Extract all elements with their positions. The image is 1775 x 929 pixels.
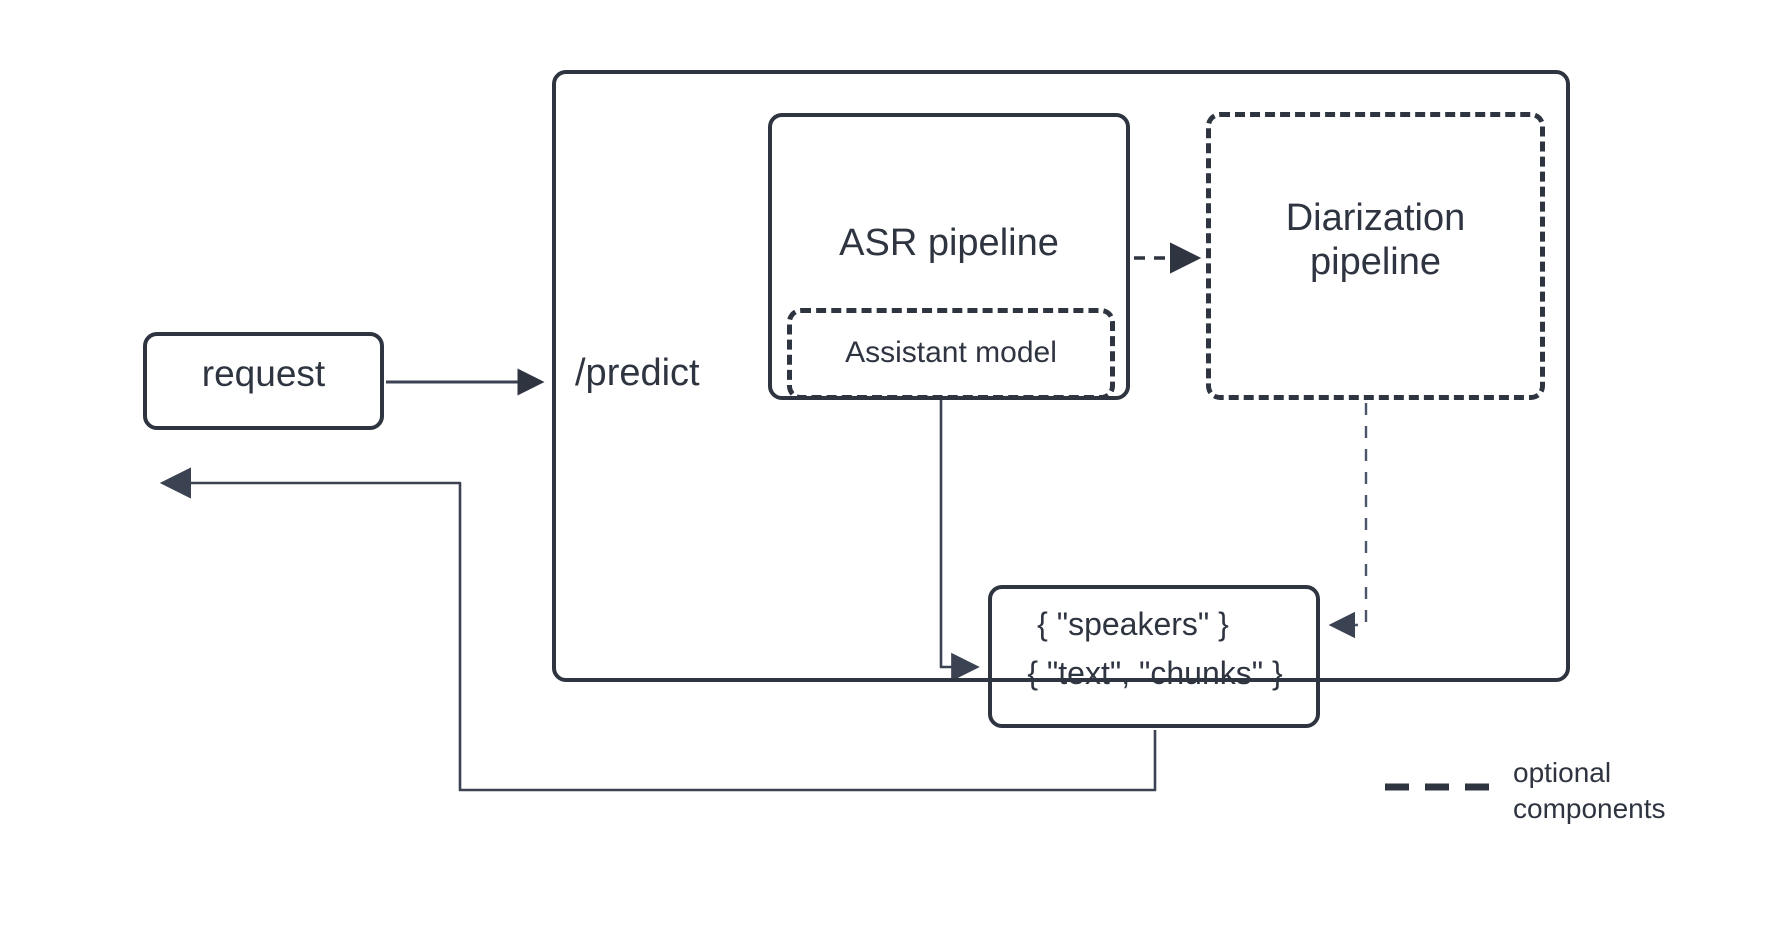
edge-output-to-response <box>159 467 1157 792</box>
legend-label: optional components <box>1513 757 1666 824</box>
edge-asr-to-output-text <box>939 400 980 682</box>
node-assistant-model[interactable] <box>787 308 1115 400</box>
node-request[interactable] <box>143 332 384 430</box>
node-output[interactable] <box>988 585 1320 728</box>
node-predict-container[interactable] <box>552 70 1570 682</box>
node-diarization-pipeline[interactable] <box>1206 112 1545 400</box>
edge-diarization-to-output-speakers <box>1328 403 1368 639</box>
